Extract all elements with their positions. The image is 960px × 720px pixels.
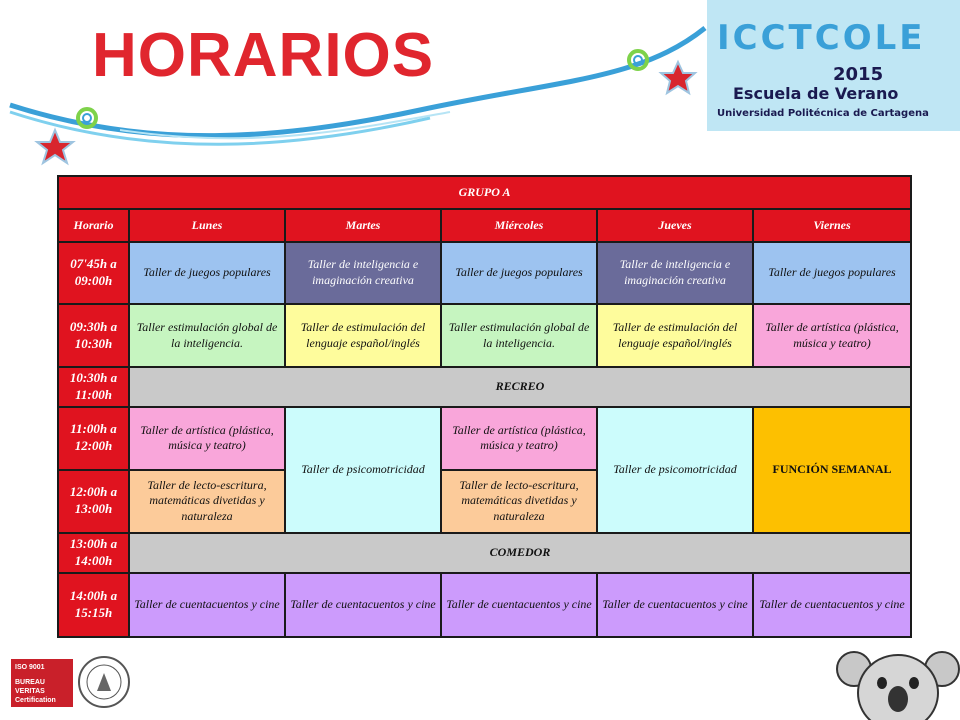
column-header: Lunes: [128, 208, 286, 243]
column-header: Jueves: [596, 208, 754, 243]
schedule-table: GRUPO A Horario Lunes Martes Miércoles J…: [56, 175, 913, 638]
column-header: Viernes: [751, 208, 913, 243]
koala-mascot-icon: [836, 651, 960, 720]
activity-cell: Taller de artística (plástica, música y …: [751, 303, 913, 368]
activity-cell: Taller de estimulación del lenguaje espa…: [284, 303, 442, 368]
column-header: Miércoles: [440, 208, 598, 243]
logo-year: 2015: [833, 64, 884, 85]
activity-cell: Taller de cuentacuentos y cine: [128, 571, 286, 638]
time-cell: 13:00h a 14:00h: [57, 531, 130, 574]
activity-cell: Taller de lecto-escritura, matemáticas d…: [128, 468, 286, 534]
star-icon: [658, 59, 698, 96]
activity-cell: Taller de inteligencia e imaginación cre…: [596, 241, 754, 305]
star-icon: [34, 127, 76, 166]
table-row: 14:00h a 15:15h Taller de cuentacuentos …: [57, 571, 913, 638]
funcion-semanal-cell: FUNCIÓN SEMANAL: [751, 405, 913, 534]
logo-line1: Escuela de Verano: [733, 84, 899, 103]
decorative-swoosh: [9, 26, 707, 166]
activity-cell: Taller estimulación global de la intelig…: [440, 303, 598, 368]
page-title: HORARIOS: [92, 21, 435, 90]
column-header: Martes: [284, 208, 442, 243]
activity-cell: Taller de juegos populares: [128, 241, 286, 305]
ring-icon: [76, 107, 98, 129]
iso-label: ISO 9001 BUREAU VERITAS Certification: [11, 659, 73, 707]
table-row: 12:00h a 13:00h Taller de lecto-escritur…: [57, 468, 911, 534]
time-cell: 14:00h a 15:15h: [57, 571, 130, 638]
ring-icon: [627, 49, 649, 71]
table-row: 11:00h a 12:00h Taller de artística (plá…: [57, 405, 913, 534]
activity-cell: Taller de juegos populares: [751, 241, 913, 305]
table-row: GRUPO A: [56, 175, 913, 210]
recreo-cell: RECREO: [127, 366, 913, 408]
activity-cell: Taller de cuentacuentos y cine: [440, 571, 598, 638]
table-row: Horario Lunes Martes Miércoles Jueves Vi…: [57, 208, 913, 243]
activity-cell: Taller de artística (plástica, música y …: [440, 405, 598, 471]
logo-word: ICCTCOLE: [717, 18, 926, 58]
activity-cell: Taller de artística (plástica, música y …: [128, 405, 286, 471]
activity-cell: Taller estimulación global de la intelig…: [128, 303, 286, 368]
table-row: 13:00h a 14:00h COMEDOR: [57, 531, 913, 574]
activity-cell: Taller de cuentacuentos y cine: [596, 571, 754, 638]
time-cell: 12:00h a 13:00h: [57, 468, 130, 534]
iso-certification-badge: ISO 9001 BUREAU VERITAS Certification: [11, 656, 131, 708]
activity-cell: Taller de cuentacuentos y cine: [751, 571, 913, 638]
activity-cell: Taller de juegos populares: [440, 241, 598, 305]
bureau-veritas-seal-icon: [78, 656, 130, 708]
activity-cell: Taller de estimulación del lenguaje espa…: [596, 303, 754, 368]
table-row: 09:30h a 10:30h Taller estimulación glob…: [57, 303, 913, 368]
activity-cell: Taller de inteligencia e imaginación cre…: [284, 241, 442, 305]
logo-line2: Universidad Politécnica de Cartagena: [717, 108, 929, 119]
activity-cell: Taller de psicomotricidad: [596, 405, 754, 534]
school-logo: ICCTCOLE 2015 Escuela de Verano Universi…: [707, 0, 960, 131]
activity-cell: Taller de lecto-escritura, matemáticas d…: [440, 468, 598, 534]
time-cell: 09:30h a 10:30h: [57, 303, 130, 368]
activity-cell: Taller de psicomotricidad: [284, 405, 442, 534]
time-cell: 11:00h a 12:00h: [57, 405, 130, 471]
table-row: 07'45h a 09:00h Taller de juegos popular…: [57, 241, 913, 305]
group-header: GRUPO A: [56, 175, 913, 210]
time-cell: 10:30h a 11:00h: [57, 366, 130, 408]
activity-cell: Taller de cuentacuentos y cine: [284, 571, 442, 638]
table-row: 10:30h a 11:00h RECREO: [57, 366, 913, 408]
time-cell: 07'45h a 09:00h: [57, 241, 130, 305]
column-header: Horario: [57, 208, 130, 243]
comedor-cell: COMEDOR: [127, 531, 913, 574]
